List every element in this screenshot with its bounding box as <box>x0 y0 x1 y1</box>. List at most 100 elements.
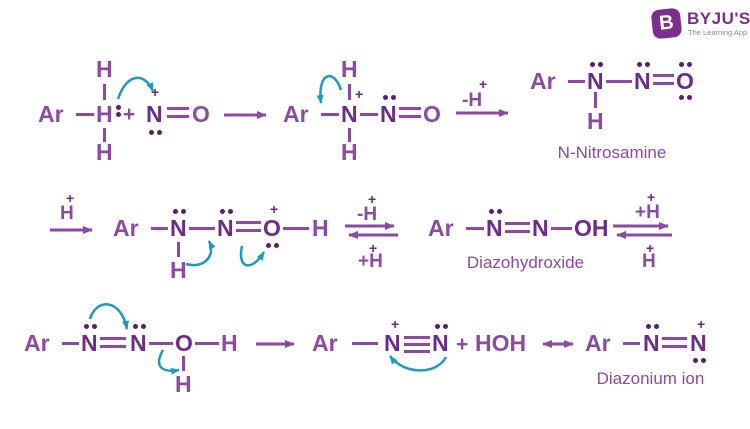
h-label: H <box>642 251 656 272</box>
atom-n: N <box>532 215 549 241</box>
atom-n: N <box>643 330 660 356</box>
charge-plus: + <box>270 201 279 217</box>
charge-plus: + <box>647 189 656 205</box>
lone-pair <box>679 95 692 100</box>
charge-plus: + <box>646 240 655 256</box>
bond <box>103 84 106 100</box>
bond <box>352 342 378 345</box>
bond <box>623 342 640 345</box>
lone-pair <box>220 209 233 214</box>
atom-n: N <box>634 68 651 94</box>
atom-n: N <box>146 101 163 127</box>
atom-h: H <box>96 139 113 165</box>
lone-pair <box>435 324 448 329</box>
atom-h: H <box>170 257 187 283</box>
brand-name: BYJU'S <box>687 9 750 28</box>
atom-n: N <box>217 215 234 241</box>
lone-pair <box>637 62 650 67</box>
charge-plus: + <box>369 240 378 256</box>
caption-n-nitrosamine: N-Nitrosamine <box>557 143 667 162</box>
charge-plus: + <box>391 316 400 332</box>
lone-pair <box>173 209 186 214</box>
curved-electron-arrow <box>388 355 448 372</box>
double-bond <box>399 107 421 110</box>
plus-h-label: +H <box>635 202 660 223</box>
plus-operator: + <box>123 103 136 126</box>
bond <box>551 227 572 230</box>
water-hoh: HOH <box>475 330 527 356</box>
atom-h: H <box>221 330 238 356</box>
atom-ar: Ar <box>113 215 139 241</box>
double-bond <box>653 74 674 77</box>
bond <box>348 84 351 100</box>
atom-n: N <box>380 101 397 127</box>
double-bond <box>662 337 687 340</box>
double-bond <box>167 115 189 118</box>
atom-oh: OH <box>574 215 609 241</box>
lone-pair <box>133 324 146 329</box>
atom-h: H <box>587 108 604 134</box>
atom-n: N <box>432 330 449 356</box>
double-bond <box>236 221 261 224</box>
lone-pair <box>679 62 692 67</box>
charge-plus: + <box>697 316 706 332</box>
double-bond <box>100 345 126 348</box>
double-bond <box>653 82 674 85</box>
charge-plus: + <box>479 76 488 92</box>
atom-n: N <box>690 330 707 356</box>
bond <box>360 113 378 116</box>
atom-n: N <box>486 215 503 241</box>
bond <box>606 80 632 83</box>
equilibrium-arrows <box>345 222 398 239</box>
bond <box>177 242 180 257</box>
bond <box>321 113 339 116</box>
atom-o: O <box>263 215 281 241</box>
lone-pair <box>116 105 121 117</box>
triple-bond <box>404 336 430 339</box>
curved-electron-arrow <box>239 245 266 267</box>
atom-ar: Ar <box>24 330 50 356</box>
lone-pair <box>383 95 396 100</box>
curved-electron-arrow <box>185 240 216 267</box>
bond <box>195 342 219 345</box>
bond <box>594 92 597 108</box>
charge-plus: + <box>66 190 75 206</box>
atom-n: N <box>587 68 604 94</box>
bond <box>103 128 106 142</box>
lone-pair <box>84 324 97 329</box>
caption-diazohydroxide: Diazohydroxide <box>466 253 585 272</box>
atom-h: H <box>96 101 113 127</box>
bond <box>348 128 351 142</box>
double-bond <box>662 345 687 348</box>
atom-h: H <box>341 56 358 82</box>
curved-electron-arrow <box>116 76 155 100</box>
curved-electron-arrow <box>316 74 343 104</box>
bond <box>151 227 168 230</box>
double-bond <box>236 229 261 232</box>
bond <box>76 113 94 116</box>
plus-h-label: +H <box>358 251 383 272</box>
lone-pair <box>266 243 279 248</box>
atom-ar: Ar <box>38 101 64 127</box>
lone-pair <box>590 62 603 67</box>
bond <box>62 342 79 345</box>
lone-pair <box>693 358 706 363</box>
double-bond <box>399 115 421 118</box>
atom-h: H <box>341 139 358 165</box>
atom-o: O <box>423 101 441 127</box>
minus-h-label: -H <box>462 90 483 111</box>
h-label: H <box>60 203 74 224</box>
equilibrium-arrows <box>613 222 672 239</box>
charge-plus: + <box>368 191 377 207</box>
brand-tagline: The Learning App <box>688 28 748 37</box>
bond <box>283 227 309 230</box>
atom-o: O <box>175 330 193 356</box>
byjus-logo: B BYJU'S The Learning App <box>648 7 750 44</box>
charge-plus: + <box>151 84 160 100</box>
atom-h: H <box>96 56 113 82</box>
bond <box>466 227 484 230</box>
bond <box>568 80 585 83</box>
charge-plus: + <box>355 86 364 102</box>
double-bond <box>100 337 126 340</box>
